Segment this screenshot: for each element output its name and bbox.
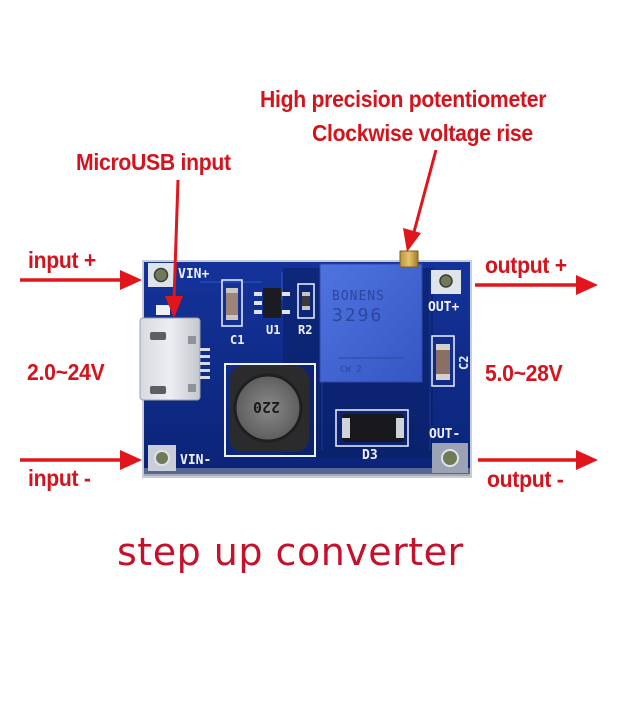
silk-out-plus: OUT+ [428,300,459,315]
silk-u1: U1 [266,323,280,337]
potentiometer-label-line2: Clockwise voltage rise [312,120,533,146]
microusb-connector [139,305,210,401]
pad-out-minus [432,443,468,473]
arrow-output-plus [475,275,598,295]
input-minus-label: input - [28,465,91,491]
input-range-label: 2.0~24V [27,359,105,385]
caption: step up converter [117,530,464,574]
potentiometer-label-line1: High precision potentiometer [260,86,547,112]
arrow-potentiometer [403,149,438,252]
silk-c2: C2 [457,356,471,370]
arrow-output-minus [478,450,598,470]
silk-c1: C1 [230,333,244,347]
input-plus-label: input + [28,247,97,273]
potentiometer [319,250,423,383]
microusb-label: MicroUSB input [76,149,231,175]
pad-vin-plus [148,263,174,287]
capacitor-c1 [221,279,243,327]
arrow-input-minus [20,450,142,470]
silk-vin-minus: VIN- [180,453,211,468]
output-minus-label: output - [487,466,564,492]
pad-vin-minus [148,445,176,471]
inductor-marking: 220 [253,398,280,416]
resistor-r2 [297,283,315,319]
pot-cw-text: CW 2 [340,365,362,375]
output-range-label: 5.0~28V [485,360,563,386]
capacitor-c2 [431,335,455,387]
ic-u1 [254,288,290,318]
diode-d3 [335,409,409,447]
pot-brand-text: BONENS [332,289,385,304]
pad-out-plus [431,270,461,294]
silk-r2: R2 [298,323,312,337]
silk-out-minus: OUT- [429,427,460,442]
silk-vin-plus: VIN+ [178,267,209,282]
inductor [224,363,316,457]
arrow-input-plus [20,270,142,290]
output-plus-label: output + [485,252,567,278]
pot-model-text: 3296 [332,305,383,326]
arrow-microusb [165,179,183,318]
silk-d3: D3 [362,448,378,463]
